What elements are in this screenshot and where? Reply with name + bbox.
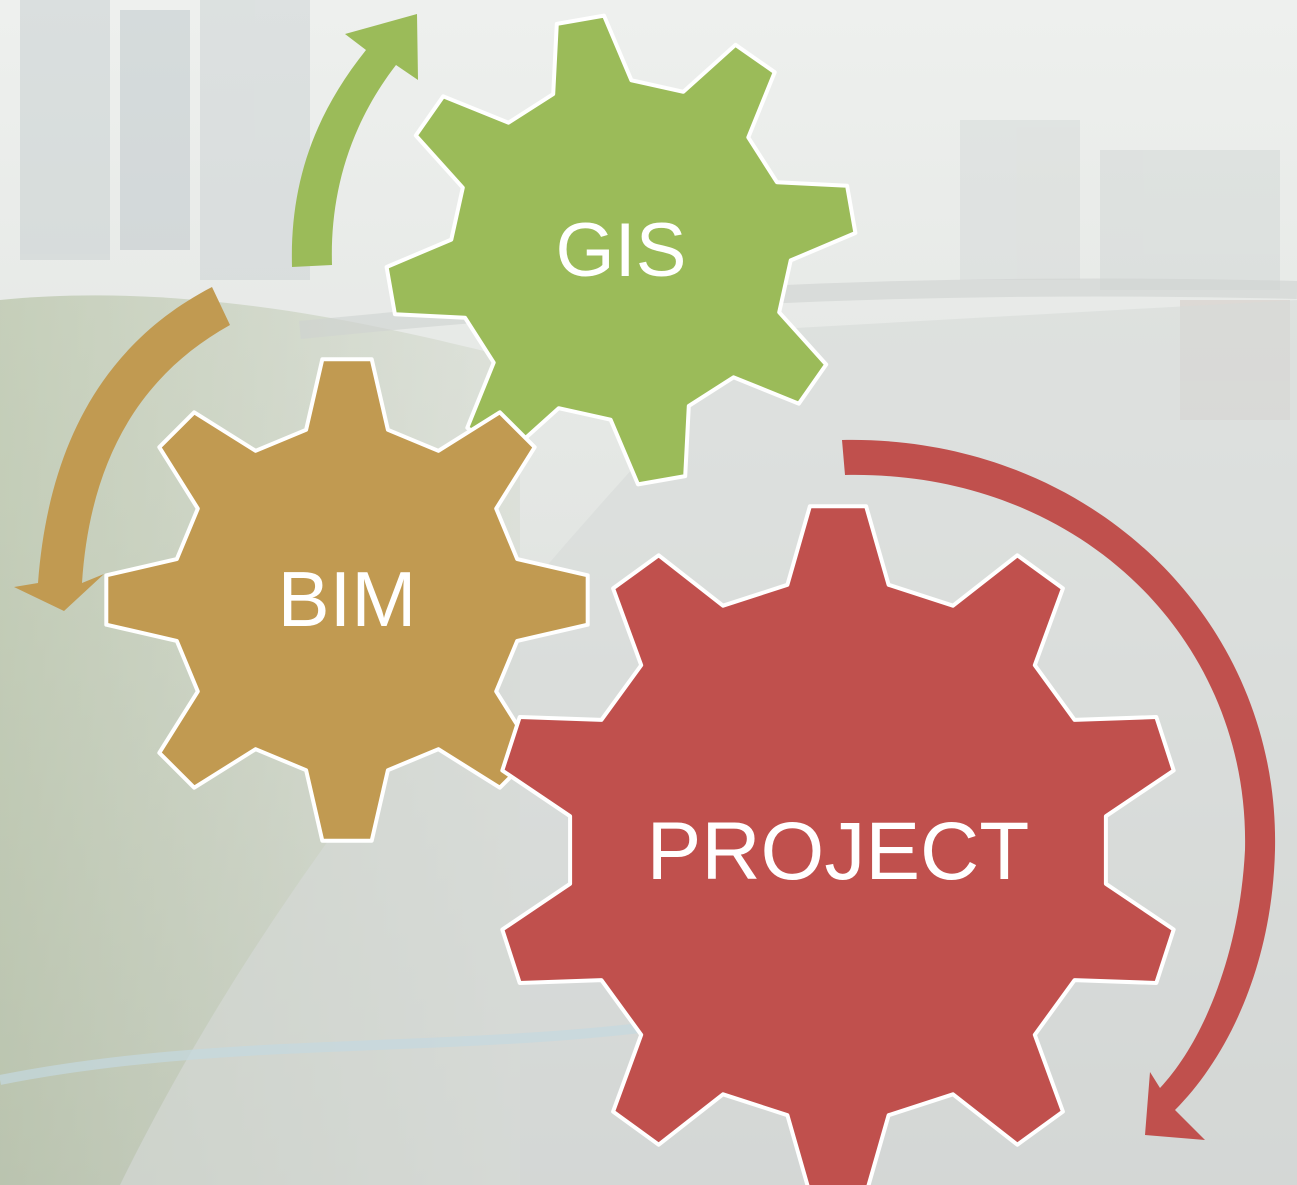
tan-rotation-arrow [14, 287, 230, 611]
gis-gear: GIS [384, 13, 858, 487]
gis-gear-label: GIS [556, 208, 687, 293]
green-rotation-arrow [291, 14, 418, 267]
bim-gear-body [104, 357, 590, 843]
red-rotation-arrow [842, 439, 1276, 1140]
project-gear-body [500, 504, 1176, 1185]
bim-gear: BIM [104, 357, 590, 843]
rotation-arrows [14, 14, 1276, 1140]
gis-gear-body [384, 13, 858, 487]
project-gear-label: PROJECT [647, 806, 1030, 897]
background-buildings [20, 0, 1290, 420]
bim-gear-label: BIM [278, 555, 417, 643]
project-gear: PROJECT [500, 504, 1176, 1185]
